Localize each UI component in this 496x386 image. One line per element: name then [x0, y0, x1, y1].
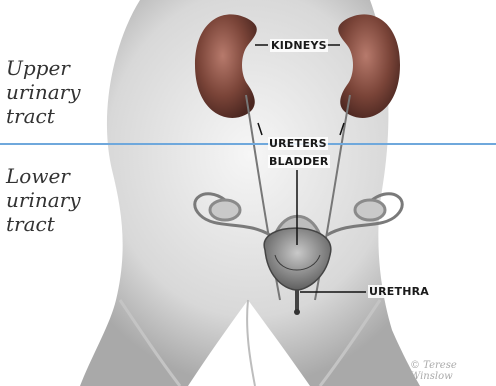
- kidneys-label: KIDNEYS: [270, 39, 328, 52]
- ureters-label: URETERS: [268, 137, 328, 150]
- lower-urinary-tract-label: Lower urinary tract: [6, 164, 81, 236]
- bladder-label: BLADDER: [268, 155, 330, 168]
- artist-signature: © Terese Winslow: [410, 360, 496, 382]
- upper-label-line-1: Upper: [6, 56, 81, 80]
- upper-urinary-tract-label: Upper urinary tract: [6, 56, 81, 128]
- lower-label-line-3: tract: [6, 212, 81, 236]
- upper-label-line-2: urinary: [6, 80, 81, 104]
- lower-label-line-2: urinary: [6, 188, 81, 212]
- urethra-label: URETHRA: [368, 285, 430, 298]
- upper-label-line-3: tract: [6, 104, 81, 128]
- lower-label-line-1: Lower: [6, 164, 81, 188]
